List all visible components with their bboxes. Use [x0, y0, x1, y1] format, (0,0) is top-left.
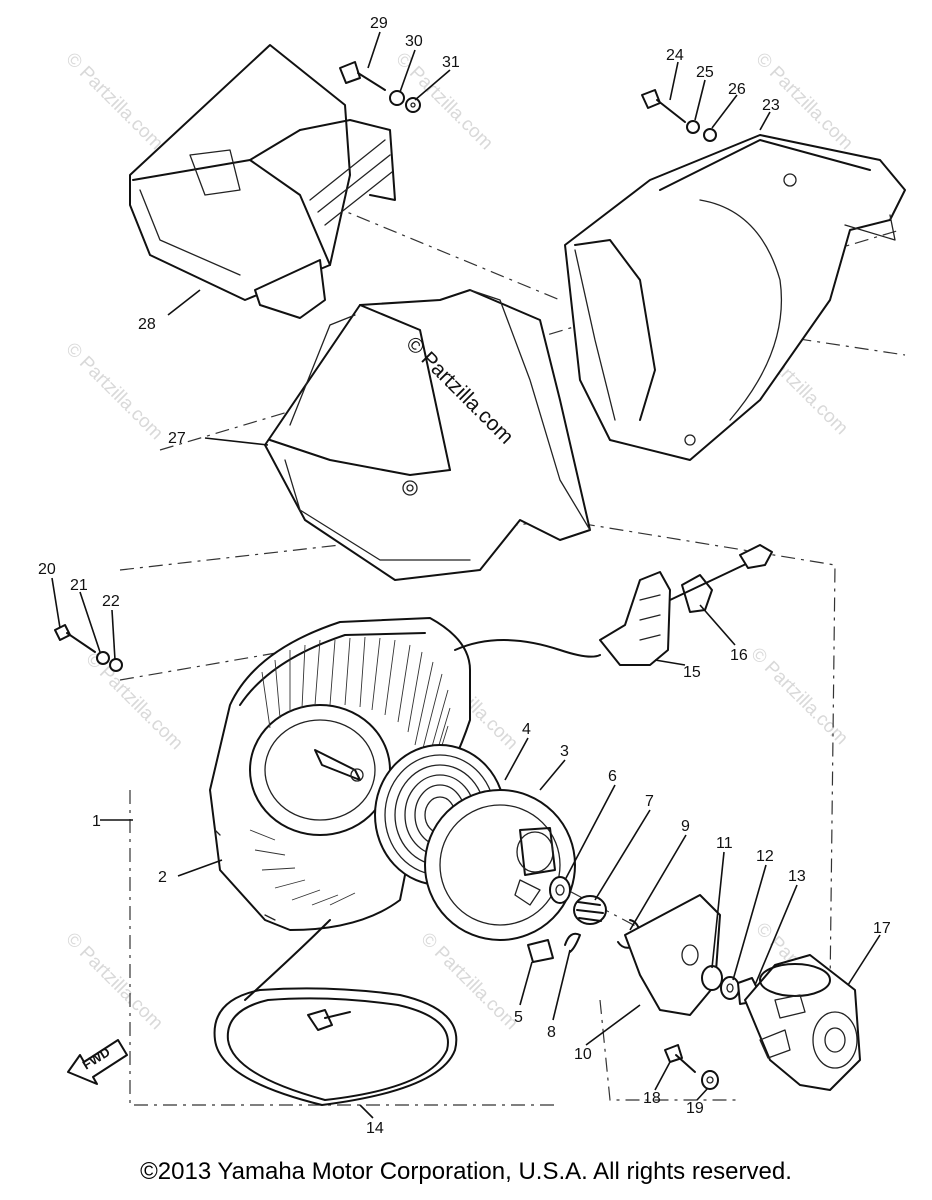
callout-20: 20 [38, 561, 56, 578]
part-19-washer [701, 1070, 719, 1090]
callout-2: 2 [158, 869, 167, 886]
callout-15: 15 [683, 664, 701, 681]
part-23-fan-housing [564, 134, 906, 461]
callout-26: 26 [728, 81, 746, 98]
watermark: © Partzilla.com [61, 929, 166, 1034]
part-25-washer [686, 120, 700, 134]
callout-9: 9 [681, 818, 690, 835]
callout-11: 11 [716, 835, 733, 852]
part-18-bolt [664, 1044, 696, 1073]
part-16-handle-bolt [669, 544, 773, 613]
part-27-lower-shroud [264, 289, 591, 581]
part-21-washer [96, 651, 110, 665]
callout-22: 22 [102, 593, 120, 610]
callout-3: 3 [560, 743, 569, 760]
callout-8: 8 [547, 1024, 556, 1041]
part-24-bolt [641, 89, 686, 123]
part-26-washer [703, 128, 717, 142]
callout-21: 21 [70, 577, 88, 594]
part-11-washer [701, 965, 723, 991]
callout-29: 29 [370, 15, 388, 32]
part-8-clip [564, 932, 581, 953]
part-20-bolt [54, 624, 96, 653]
callout-4: 4 [522, 721, 531, 738]
part-5-ratchet [527, 939, 554, 963]
callout-17: 17 [873, 920, 891, 937]
callout-14: 14 [366, 1120, 384, 1137]
callout-25: 25 [696, 64, 714, 81]
callout-24: 24 [666, 47, 684, 64]
callout-7: 7 [645, 793, 654, 810]
callout-27: 27 [168, 430, 186, 447]
part-14-starter-rope [213, 919, 458, 1106]
callout-28: 28 [138, 316, 156, 333]
watermark: © Partzilla.com [81, 649, 186, 754]
leader-lines [51, 31, 881, 1119]
callout-6: 6 [608, 768, 617, 785]
part-3-sheave-drum [424, 789, 576, 941]
part-17-starter-cup [744, 954, 861, 1091]
callout-5: 5 [514, 1009, 523, 1026]
callout-numbers: 1 2 3 4 5 6 7 8 9 10 11 12 13 14 15 16 1… [38, 15, 891, 1137]
callout-12: 12 [756, 848, 774, 865]
callout-23: 23 [762, 97, 780, 114]
part-28-upper-shroud [129, 44, 396, 319]
part-30-washer [389, 90, 405, 106]
callout-18: 18 [643, 1090, 661, 1107]
part-10-guide-plate [624, 894, 721, 1016]
copyright-footer: ©2013 Yamaha Motor Corporation, U.S.A. A… [140, 1158, 792, 1185]
callout-1: 1 [92, 813, 101, 830]
part-31-washer [405, 97, 421, 113]
fwd-arrow-icon: FWD [67, 1039, 128, 1085]
part-6-washer [549, 876, 571, 904]
watermark: © Partzilla.com [746, 644, 851, 749]
part-29-bolt [339, 61, 386, 91]
callout-16: 16 [730, 647, 748, 664]
part-22-washer [109, 658, 123, 672]
part-15-starter-handle [599, 571, 671, 666]
callout-19: 19 [686, 1100, 704, 1117]
watermark: © Partzilla.com [61, 339, 166, 444]
callout-13: 13 [788, 868, 806, 885]
part-7-spring [573, 895, 607, 925]
callout-31: 31 [442, 54, 460, 71]
part-12-washer [720, 976, 740, 1000]
callout-30: 30 [405, 33, 423, 50]
watermark: © Partzilla.com [61, 49, 166, 154]
callout-10: 10 [574, 1046, 592, 1063]
